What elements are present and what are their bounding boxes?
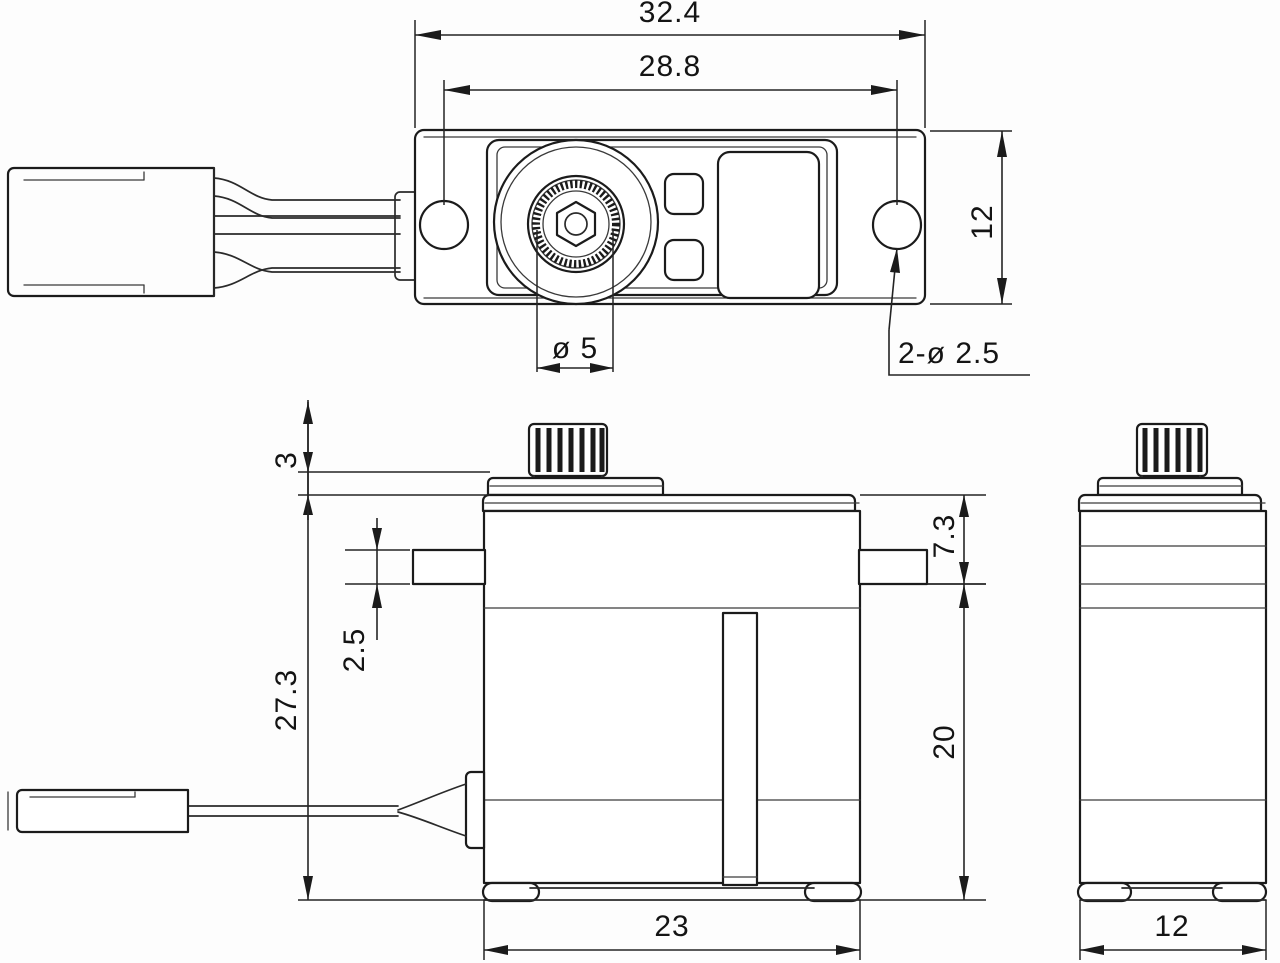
dimension-label-2-5: 2.5 — [338, 628, 371, 673]
mounting-hole-right — [871, 199, 923, 251]
output-spline-front — [527, 422, 609, 487]
dimension-total-height: 27.3 — [270, 400, 490, 901]
output-shaft-boss — [492, 138, 660, 306]
dimension-hole-spacing: 28.8 — [443, 50, 898, 205]
side-view: 12 — [1076, 422, 1268, 960]
top-view: 32.4 28.8 12 ø 5 — [6, 0, 1030, 376]
dimension-body-length: 23 — [483, 900, 861, 960]
side-case-body — [1078, 509, 1268, 885]
mounting-tab-left-front — [411, 548, 487, 586]
mounting-tab-right-front — [857, 548, 929, 586]
wire-grommet-top — [394, 191, 417, 281]
rear-rib-front — [721, 611, 759, 887]
servo-cable-front — [7, 788, 399, 834]
case-label-area — [716, 150, 821, 300]
dimension-body-width-top: 12 — [930, 130, 1012, 305]
front-view: 3 2.5 27.3 7.3 — [7, 400, 986, 960]
dimension-shaft-diameter: ø 5 — [536, 230, 614, 373]
dimension-label-3: 3 — [270, 451, 303, 469]
dimension-label-20: 20 — [928, 724, 961, 759]
dimension-label-width-12: 12 — [966, 204, 999, 239]
dimension-side-depth: 12 — [1079, 900, 1267, 960]
dimension-label-shaft-dia: ø 5 — [552, 332, 598, 365]
front-bottom-feet — [481, 881, 863, 903]
spline-teeth-ring — [532, 180, 620, 268]
servo-wires-top — [213, 177, 401, 289]
dimension-tab-thickness: 2.5 — [338, 518, 410, 672]
dimension-label-2-dia-2-5: 2-ø 2.5 — [898, 337, 1000, 370]
dimension-label-27-3: 27.3 — [270, 669, 303, 731]
output-spline-side — [1135, 422, 1209, 487]
front-top-cap — [486, 476, 665, 497]
side-top-cap — [1096, 476, 1244, 497]
dimension-overall-length: 32.4 — [414, 0, 926, 128]
dimension-label-23: 23 — [654, 910, 689, 943]
mounting-hole-left — [418, 199, 470, 251]
wire-grommet-front — [397, 770, 486, 850]
case-pad-lower — [663, 238, 705, 282]
dimension-body-height: 20 — [860, 583, 986, 901]
dimension-label-28-8: 28.8 — [639, 50, 701, 83]
spline-ribs-side — [1142, 428, 1203, 472]
side-bottom-feet — [1076, 881, 1268, 903]
connector-housing — [6, 166, 216, 298]
spline-ribs-front — [535, 428, 605, 472]
side-case-lid — [1077, 493, 1266, 513]
front-case-lid — [481, 493, 860, 513]
dimension-label-32-4: 32.4 — [639, 0, 701, 29]
front-case-body — [482, 509, 862, 885]
mounting-holes-note: 2-ø 2.5 — [888, 247, 1030, 376]
dimension-label-depth-12: 12 — [1154, 910, 1189, 943]
dimension-label-7-3: 7.3 — [928, 514, 961, 559]
case-pad-upper — [663, 172, 705, 216]
